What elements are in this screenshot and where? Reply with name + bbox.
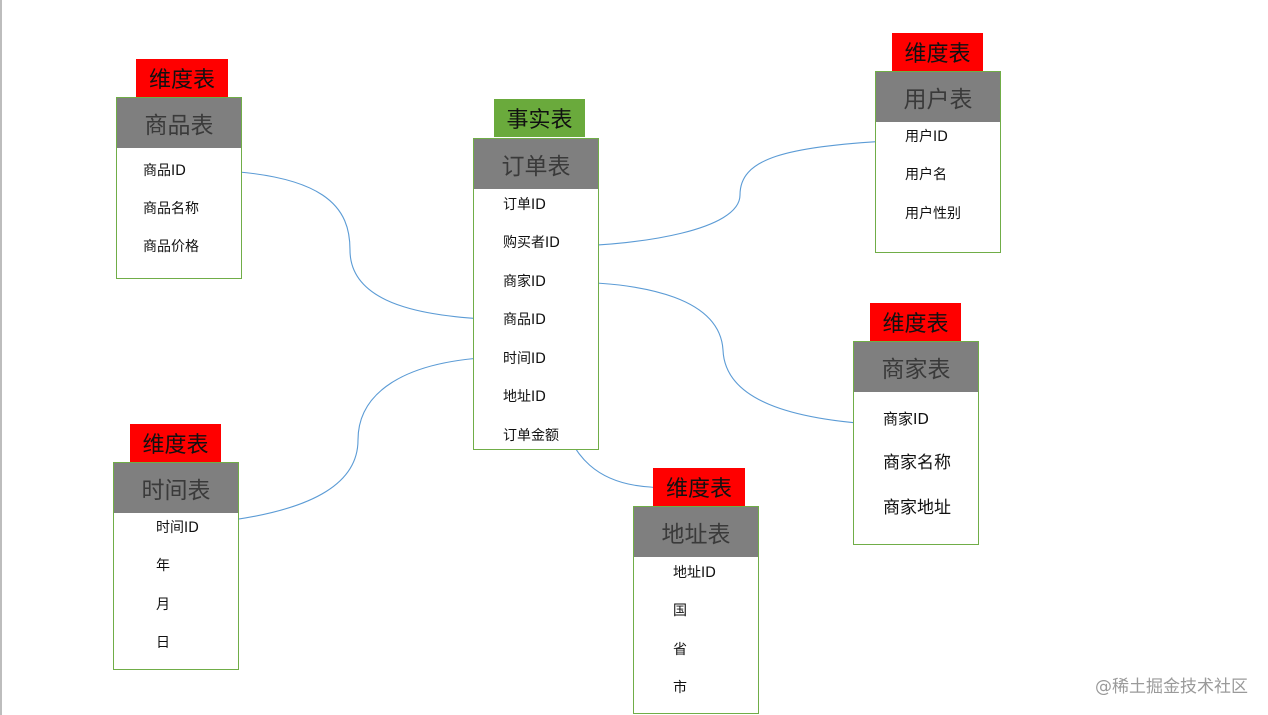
address-field-country: 国 <box>673 603 687 619</box>
order-field-merchant-id: 商家ID <box>503 274 546 290</box>
user-table-box: 用户表 用户ID 用户名 用户性别 <box>875 71 1001 253</box>
order-field-order-id: 订单ID <box>503 197 546 213</box>
merchant-field-address: 商家地址 <box>883 498 951 518</box>
link-time-to-order <box>216 356 501 523</box>
order-field-buyer-id: 购买者ID <box>503 235 560 251</box>
address-table-title: 地址表 <box>634 507 758 557</box>
watermark-text: @稀土掘金技术社区 <box>1095 677 1248 697</box>
product-field-id: 商品ID <box>143 163 186 179</box>
user-table-title: 用户表 <box>876 72 1000 122</box>
order-field-time-id: 时间ID <box>503 351 546 367</box>
address-table-box: 地址表 地址ID 国 省 市 <box>633 506 759 714</box>
address-dimension-tag: 维度表 <box>653 468 745 506</box>
left-border-line <box>0 0 2 715</box>
merchant-dimension-tag: 维度表 <box>870 303 961 341</box>
order-fact-tag: 事实表 <box>494 99 585 137</box>
address-field-province: 省 <box>673 642 687 658</box>
order-table-title: 订单表 <box>474 139 598 189</box>
time-field-day: 日 <box>156 635 170 651</box>
merchant-table-box: 商家表 商家ID 商家名称 商家地址 <box>853 341 979 545</box>
address-field-city: 市 <box>673 680 687 696</box>
user-field-name: 用户名 <box>905 167 947 183</box>
time-table-title: 时间表 <box>114 463 238 513</box>
user-dimension-tag: 维度表 <box>892 33 983 71</box>
time-table-box: 时间表 时间ID 年 月 日 <box>113 462 239 670</box>
link-product-to-order <box>189 169 512 325</box>
time-field-id: 时间ID <box>156 520 199 536</box>
product-table-title: 商品表 <box>117 98 241 148</box>
order-field-address-id: 地址ID <box>503 389 546 405</box>
merchant-field-name: 商家名称 <box>883 453 951 473</box>
merchant-field-id: 商家ID <box>883 410 929 428</box>
time-field-month: 月 <box>156 597 170 613</box>
product-dimension-tag: 维度表 <box>136 59 228 97</box>
time-field-year: 年 <box>156 558 170 574</box>
user-field-gender: 用户性别 <box>905 206 961 222</box>
address-field-id: 地址ID <box>673 565 716 581</box>
link-merchant-to-order <box>559 277 886 426</box>
order-field-amount: 订单金额 <box>503 428 559 444</box>
product-table-box: 商品表 商品ID 商品名称 商品价格 <box>116 97 242 279</box>
user-field-id: 用户ID <box>905 129 948 145</box>
order-field-product-id: 商品ID <box>503 312 546 328</box>
time-dimension-tag: 维度表 <box>130 424 221 462</box>
product-field-price: 商品价格 <box>143 239 199 255</box>
merchant-table-title: 商家表 <box>854 342 978 392</box>
product-field-name: 商品名称 <box>143 201 199 217</box>
order-table-box: 订单表 订单ID 购买者ID 商家ID 商品ID 时间ID 地址ID 订单金额 <box>473 138 599 450</box>
link-user-to-order <box>568 139 911 251</box>
